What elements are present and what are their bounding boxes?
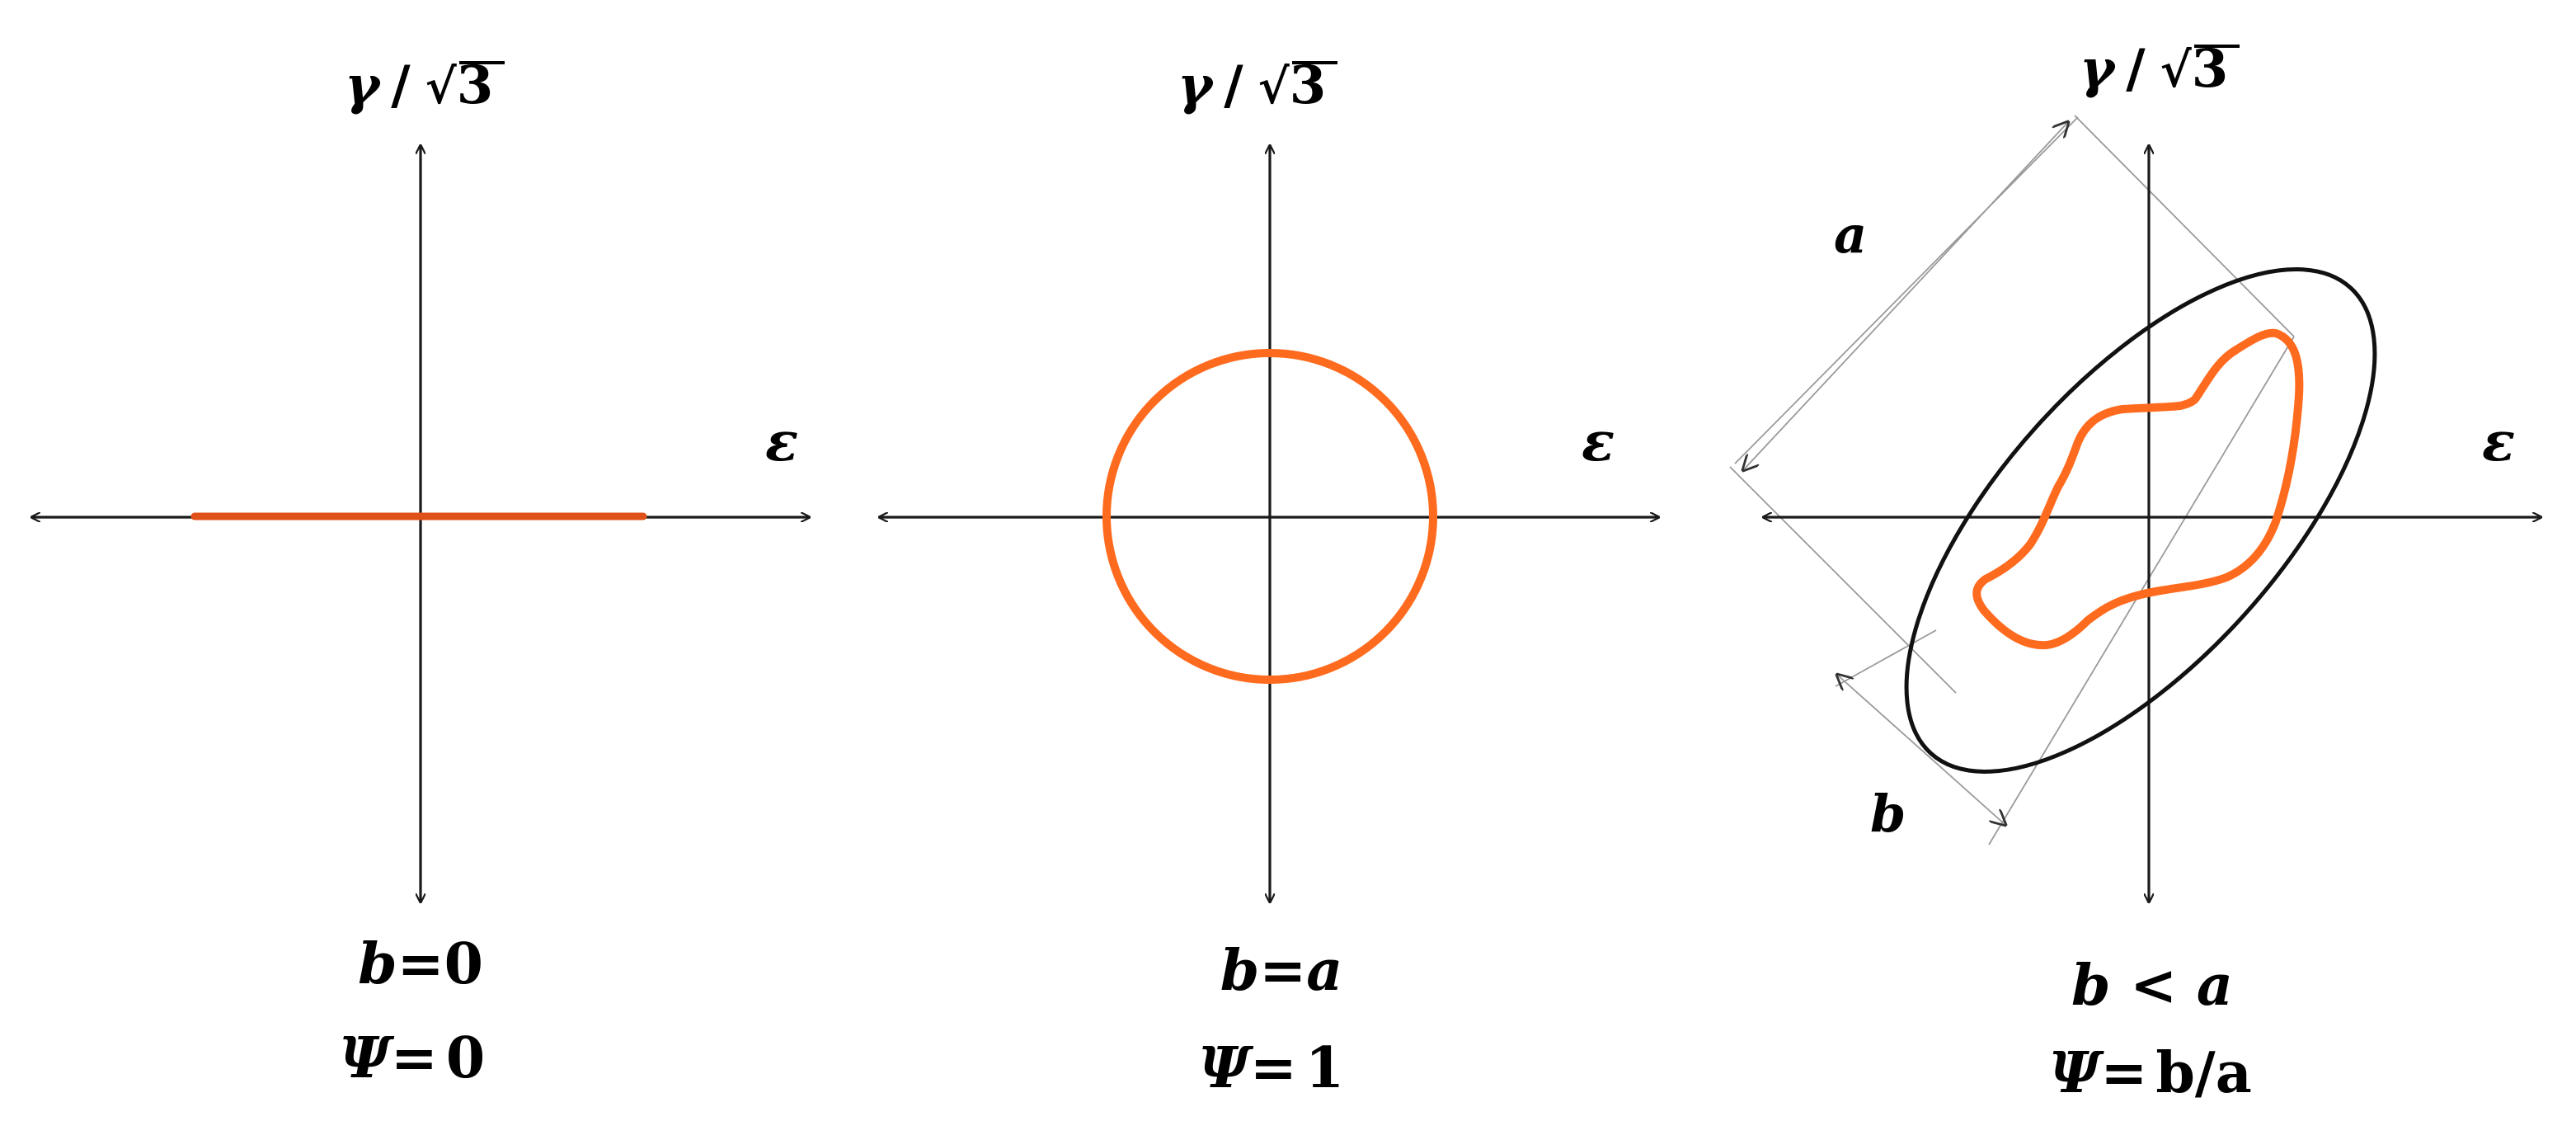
guide-line-top-right — [2074, 115, 2295, 337]
vertical-axis-label: γ/√3 — [2080, 38, 2228, 100]
enclosing-ellipse — [1904, 267, 2377, 774]
horizontal-axis-label: ε — [765, 409, 798, 473]
major-dimension-label: a — [1834, 205, 1867, 265]
vertical-axis-label: γ/√3 — [1178, 54, 1326, 116]
major-dimension-arrow — [1743, 122, 2068, 470]
caption-psi: Ψ=1 — [1199, 1035, 1344, 1101]
horizontal-axis-label: ε — [2482, 409, 2515, 473]
caption-condition: b < a — [2071, 953, 2233, 1019]
caption-psi: Ψ=b/a — [2049, 1040, 2252, 1106]
panel-flat: γ/√3 ε b=0 Ψ=0 — [31, 54, 810, 1091]
horizontal-axis-label: ε — [1582, 409, 1615, 473]
guide-line-left — [1734, 116, 2079, 464]
caption-psi: Ψ=0 — [340, 1025, 485, 1091]
guide-line-bottom-left — [1729, 466, 1957, 694]
minor-dimension-label: b — [1870, 784, 1906, 844]
panel-ellipse: γ/√3 ε a b b < a Ψ=b/a — [1729, 38, 2541, 1106]
panel-circle: γ/√3 ε b=a Ψ=1 — [879, 54, 1659, 1101]
minor-dimension-arrow — [1837, 675, 2005, 825]
vertical-axis-label: γ/√3 — [345, 54, 493, 116]
caption-condition: b=0 — [358, 931, 483, 997]
strain-trajectory — [1972, 328, 2304, 650]
circular-trajectory — [1102, 349, 1437, 684]
caption-condition: b=a — [1220, 938, 1343, 1004]
